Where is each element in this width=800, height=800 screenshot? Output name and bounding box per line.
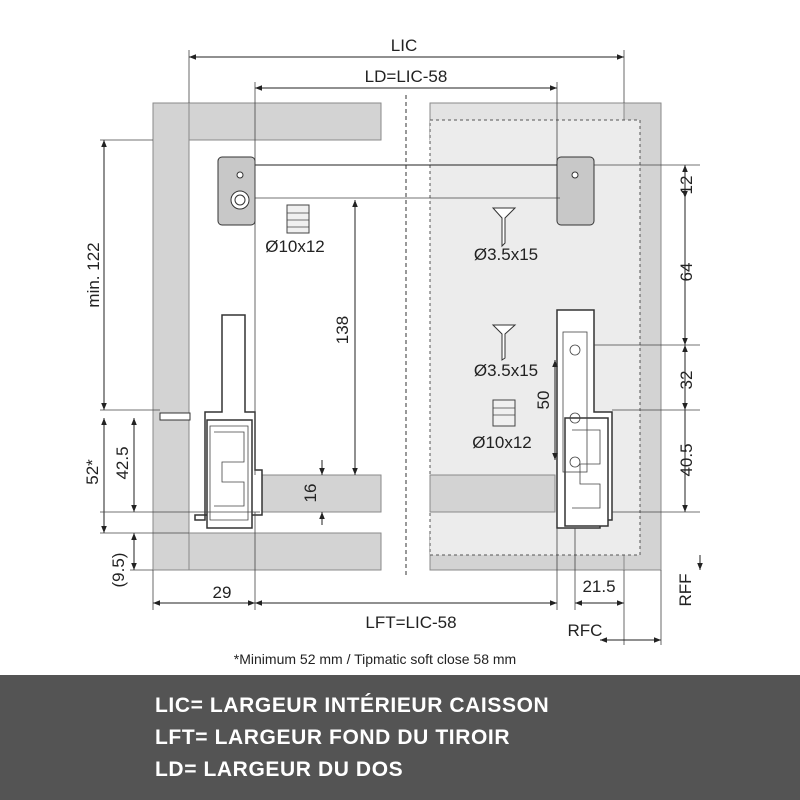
dim-lft: LFT=LIC-58 bbox=[365, 613, 456, 632]
left-back-bracket bbox=[217, 156, 256, 226]
dim-32: 32 bbox=[677, 371, 696, 390]
hardware-dowel-right: Ø10x12 bbox=[472, 433, 532, 452]
top-shelf-left bbox=[188, 102, 382, 141]
hardware-dowel-left: Ø10x12 bbox=[265, 237, 325, 256]
legend-lft: LFT= LARGEUR FOND DU TIROIR bbox=[155, 726, 511, 749]
bottom-shelf-left bbox=[188, 532, 382, 571]
hardware-screw-top: Ø3.5x15 bbox=[474, 245, 538, 264]
dim-12: 12 bbox=[677, 176, 696, 195]
legend-ld: LD= LARGEUR DU DOS bbox=[155, 758, 404, 781]
dim-9-5: (9.5) bbox=[109, 553, 128, 588]
dowel-icon-left bbox=[286, 204, 310, 234]
footnote: *Minimum 52 mm / Tipmatic soft close 58 … bbox=[234, 651, 516, 667]
dim-16: 16 bbox=[301, 484, 320, 503]
dim-40-5: 40.5 bbox=[677, 443, 696, 476]
legend-lic: LIC= LARGEUR INTÉRIEUR CAISSON bbox=[155, 694, 550, 717]
technical-drawing: LIC LD=LIC-58 min. 122 138 16 12 64 32 5… bbox=[83, 36, 703, 667]
dim-64: 64 bbox=[677, 263, 696, 282]
dim-29: 29 bbox=[213, 583, 232, 602]
dowel-icon-right bbox=[492, 399, 516, 427]
right-back-bracket bbox=[556, 156, 595, 226]
screw-icon-mid bbox=[491, 324, 517, 361]
dim-min122: min. 122 bbox=[84, 242, 103, 307]
dim-138: 138 bbox=[333, 316, 352, 344]
wall-screw-icon bbox=[159, 412, 191, 421]
dim-rfc: RFC bbox=[568, 621, 603, 640]
dim-ld: LD=LIC-58 bbox=[365, 67, 448, 86]
left-runner-profile bbox=[206, 419, 253, 529]
hardware-screw-mid: Ø3.5x15 bbox=[474, 361, 538, 380]
dim-rff: RFF bbox=[676, 573, 695, 606]
dim-21-5: 21.5 bbox=[582, 577, 615, 596]
legend-panel: LIC= LARGEUR INTÉRIEUR CAISSON LFT= LARG… bbox=[0, 675, 800, 800]
dim-42-5: 42.5 bbox=[113, 446, 132, 479]
dim-lic: LIC bbox=[391, 36, 417, 55]
dim-52: 52* bbox=[83, 459, 102, 485]
dim-50: 50 bbox=[534, 391, 553, 410]
left-cabinet-side bbox=[152, 102, 190, 571]
screw-icon-top bbox=[491, 207, 517, 248]
drawer-bottom-right bbox=[429, 474, 556, 513]
